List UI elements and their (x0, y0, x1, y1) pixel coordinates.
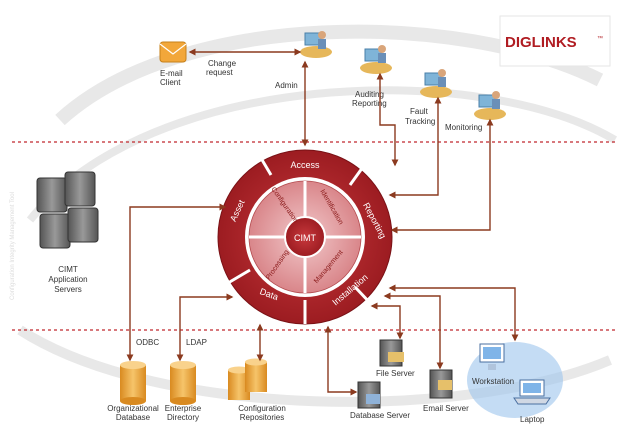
arrow-installation-fileserver (370, 302, 404, 340)
ent-dir-label-1: Enterprise (165, 404, 202, 413)
enterprise-directory-icon (170, 361, 196, 405)
file-server-label: File Server (376, 369, 415, 378)
application-servers-icon (36, 171, 99, 249)
workstation-label: Workstation (472, 377, 514, 386)
database-server-icon (357, 381, 381, 409)
admin-user-icon (300, 31, 332, 58)
fault-label-2: Tracking (405, 117, 435, 126)
organizational-database-icon (120, 361, 146, 405)
file-server-icon (379, 339, 404, 367)
diglinks-logo: DIGLINKS ™ (499, 15, 611, 67)
change-request-label-1: Change (208, 59, 237, 68)
logo-text: DIGLINKS (505, 34, 577, 51)
wheel-segment-access: Access (290, 160, 320, 170)
arrow-monitoring-wheel (390, 118, 494, 234)
admin-label: Admin (275, 81, 298, 90)
wheel-center-label: CIMT (294, 233, 316, 243)
email-client-icon (159, 41, 187, 63)
auditing-user-icon (360, 45, 392, 74)
ldap-label: LDAP (186, 338, 207, 347)
email-server-icon (429, 369, 453, 399)
auditing-label-2: Reporting (352, 99, 387, 108)
ent-dir-label-2: Directory (167, 413, 199, 422)
email-client-label-2: Client (160, 78, 181, 87)
workstation-laptop-icon (467, 342, 563, 418)
odbc-label: ODBC (136, 338, 159, 347)
laptop-label: Laptop (520, 415, 545, 424)
arrow-data-directory (176, 293, 234, 362)
config-repo-label-2: Repositories (240, 413, 284, 422)
arrow-asset-servers (126, 203, 227, 362)
logo-tm: ™ (597, 35, 603, 42)
fault-label-1: Fault (410, 107, 429, 116)
change-request-label-2: request (206, 68, 233, 77)
org-db-label-1: Organizational (107, 404, 159, 413)
config-repo-label-1: Configuration (238, 404, 286, 413)
fault-tracking-user-icon (420, 69, 452, 98)
database-server-label: Database Server (350, 411, 410, 420)
servers-label-2: Application (48, 275, 87, 284)
arrow-installation-workstation (388, 284, 519, 342)
email-server-label: Email Server (423, 404, 469, 413)
org-db-label-2: Database (116, 413, 151, 422)
email-client-label-1: E-mail (160, 69, 183, 78)
side-caption: Configuration Integrity Management Tool (10, 192, 16, 300)
monitoring-label: Monitoring (445, 123, 482, 132)
monitoring-user-icon (474, 91, 506, 120)
servers-label-1: CIMT (58, 265, 78, 274)
cimt-wheel: CIMT Access Reporting Installation Data … (217, 147, 393, 325)
servers-label-3: Servers (54, 285, 82, 294)
arrow-installation-dbserver (324, 325, 358, 396)
auditing-label-1: Auditing (355, 90, 384, 99)
connector-arrows (126, 48, 519, 396)
